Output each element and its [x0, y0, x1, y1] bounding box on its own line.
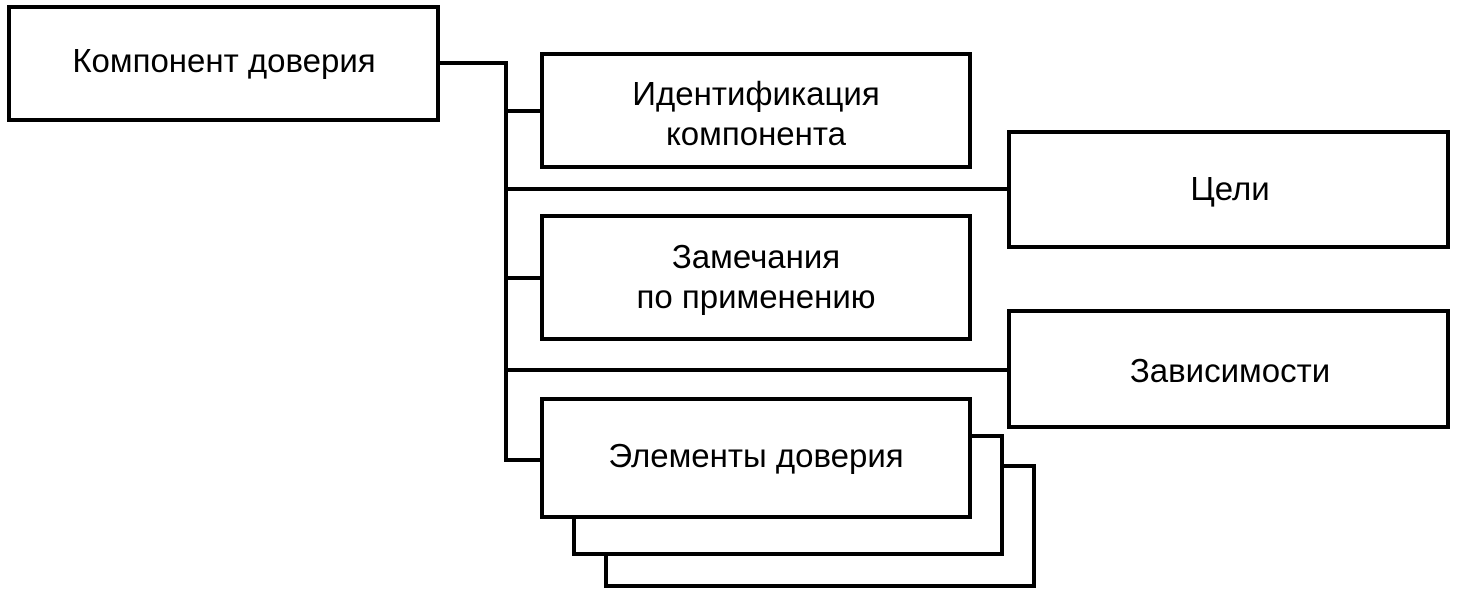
- identification-label-line1: Идентификация: [632, 75, 879, 112]
- connector-lines: [438, 61, 1009, 462]
- elements-stack-front: [540, 397, 972, 519]
- root-box: Компонент доверия: [7, 5, 440, 122]
- identification-label-line2: компонента: [666, 115, 847, 152]
- application-notes-label-line1: Замечания: [672, 238, 840, 275]
- trunk-connector: [438, 61, 542, 462]
- identification-box: Идентификация компонента: [540, 52, 972, 169]
- elements-stack: Элементы доверия: [540, 397, 1036, 588]
- objectives-box: Цели: [1007, 130, 1450, 249]
- objectives-label: Цели: [1190, 170, 1269, 207]
- dependencies-box: Зависимости: [1007, 309, 1450, 429]
- dependencies-label: Зависимости: [1130, 352, 1330, 389]
- elements-label: Элементы доверия: [608, 437, 903, 474]
- application-notes-label-line2: по применению: [636, 278, 875, 315]
- application-notes-box: Замечания по применению: [540, 214, 972, 341]
- root-label: Компонент доверия: [72, 42, 375, 79]
